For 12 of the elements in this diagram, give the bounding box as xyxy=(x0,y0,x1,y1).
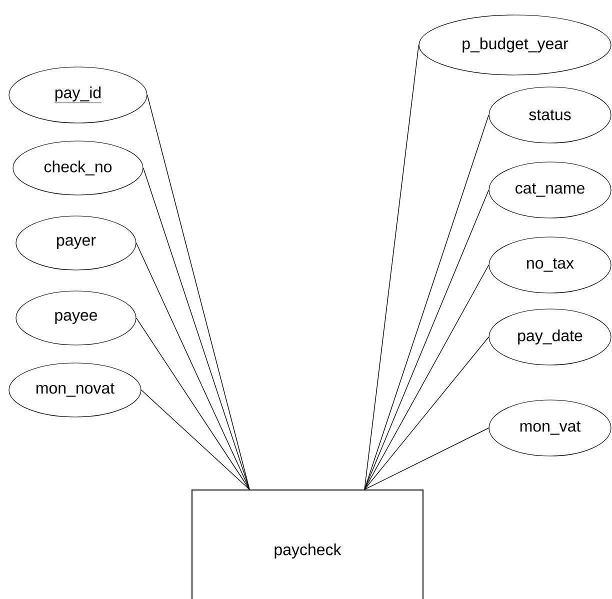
connector-line xyxy=(146,94,250,490)
connector-line xyxy=(142,168,250,490)
connector-line xyxy=(364,428,490,490)
connector-line xyxy=(136,318,250,490)
connector-line xyxy=(364,336,490,490)
connector-line xyxy=(364,264,490,490)
connector-line xyxy=(364,190,490,490)
connector-line xyxy=(364,114,490,490)
entity-box: paycheck xyxy=(192,490,424,599)
connector-line xyxy=(140,390,250,490)
connector-line xyxy=(364,44,420,490)
connector-line xyxy=(136,242,250,490)
